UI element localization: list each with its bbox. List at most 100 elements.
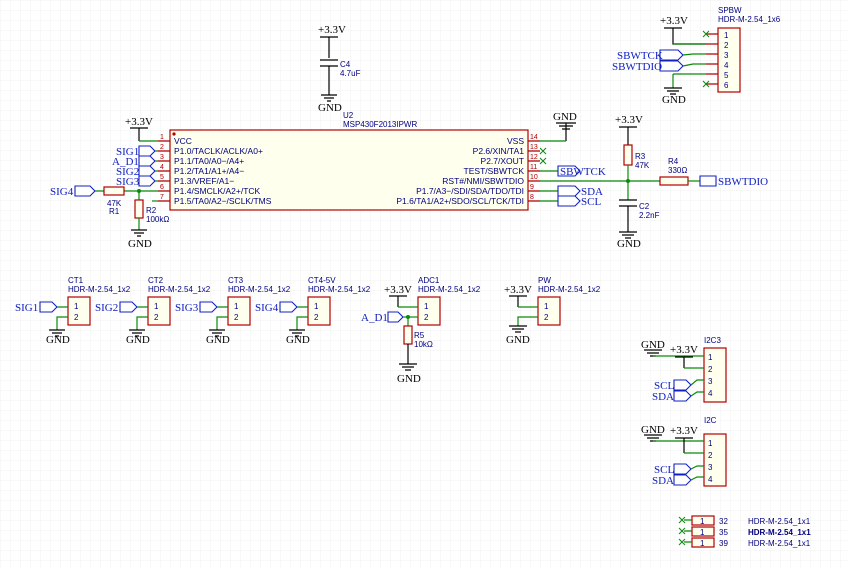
wire bbox=[684, 519, 692, 543]
ct4-part: HDR-M-2.54_1x2 bbox=[308, 285, 371, 294]
gnd-label: GND bbox=[206, 334, 230, 346]
u2-pin-name: RST#/NMI/SBWTDIO bbox=[442, 176, 524, 186]
hdr39-pin: 1 bbox=[700, 539, 705, 548]
pw-pin-num: 1 bbox=[544, 302, 549, 311]
pw-header[interactable]: PW HDR-M-2.54_1x2 1 2 +3.3V GND bbox=[504, 276, 601, 346]
u2-vcc-power[interactable]: +3.3V bbox=[125, 116, 158, 142]
u2-pin-num: 10 bbox=[530, 174, 538, 181]
wire bbox=[296, 306, 308, 330]
ct1-body bbox=[67, 296, 91, 326]
wire bbox=[690, 379, 704, 397]
u2-pin1-dot bbox=[172, 132, 176, 136]
net-label-sig4: SIG4 bbox=[50, 186, 74, 198]
u2-right-pins bbox=[528, 140, 540, 202]
no-connect-icon bbox=[702, 30, 710, 88]
ct4-header[interactable]: CT4-5V HDR-M-2.54_1x2 1 2 SIG4 GND bbox=[255, 276, 371, 346]
i2c-header[interactable]: I2C 1 2 3 4 GND +3.3V SCL SDA bbox=[641, 416, 727, 487]
net-label-sig1: SIG1 bbox=[116, 146, 139, 158]
port-flag-icon bbox=[557, 195, 581, 207]
gnd-label: GND bbox=[318, 102, 342, 114]
adc1-ref: ADC1 bbox=[418, 276, 440, 285]
i2c-pin-num: 2 bbox=[708, 451, 713, 460]
gnd-label: GND bbox=[397, 373, 421, 385]
u2-pin-name: P2.7/XOUT bbox=[481, 156, 524, 166]
u2-pin-num: 3 bbox=[160, 154, 164, 161]
ground-icon bbox=[289, 329, 305, 337]
ground-icon bbox=[131, 229, 147, 237]
wire bbox=[540, 170, 558, 202]
gnd-label: GND bbox=[46, 334, 70, 346]
ct2-header[interactable]: CT2 HDR-M-2.54_1x2 1 2 SIG2 GND bbox=[95, 276, 211, 346]
hdr32-pin: 1 bbox=[700, 517, 705, 526]
net-label-a-d1: A_D1 bbox=[361, 312, 388, 324]
power-label-3v3: +3.3V bbox=[318, 24, 346, 36]
u2-right-net-labels[interactable]: SBWTCK SDA SCL bbox=[540, 165, 628, 208]
u2-pin-name: P1.4/SMCLK/A2+/TCK bbox=[174, 186, 261, 196]
sig4-input-network[interactable]: SIG4 47K R1 R2 100kΩ GND bbox=[50, 185, 169, 250]
port-flag-icon bbox=[199, 301, 218, 313]
i2c3-pin-num: 2 bbox=[708, 365, 713, 374]
r1-ref: R1 bbox=[109, 207, 120, 216]
port-flag-icon bbox=[74, 185, 96, 197]
gnd-label: GND bbox=[506, 334, 530, 346]
spbw-ref: SPBW bbox=[718, 6, 742, 15]
u2-pin-name: P1.1/TA0/A0−/A4+ bbox=[174, 156, 244, 166]
i2c3-pin-num: 1 bbox=[708, 353, 713, 362]
port-flag-icon bbox=[279, 301, 298, 313]
wire bbox=[682, 53, 706, 67]
ground-icon bbox=[129, 329, 145, 337]
adc1-part: HDR-M-2.54_1x2 bbox=[418, 285, 481, 294]
spbw-header[interactable]: SPBW HDR-M-2.54_1x6 1 2 3 4 5 6 +3.3V SB… bbox=[612, 6, 781, 106]
gnd-label: GND bbox=[128, 238, 152, 250]
u2-left-pins bbox=[158, 140, 170, 202]
i2c-ref: I2C bbox=[704, 416, 717, 425]
power-symbol bbox=[320, 36, 338, 58]
u2-mcu[interactable]: U2 MSP430F2013IPWR 1 2 3 4 5 6 7 VCC P1.… bbox=[158, 111, 540, 211]
power-label-3v3: +3.3V bbox=[670, 425, 698, 437]
u2-left-net-labels[interactable]: SIG1 A_D1 SIG2 SIG3 bbox=[112, 145, 158, 188]
c4-capacitor[interactable]: +3.3V C4 4.7uF GND bbox=[318, 24, 361, 114]
u2-pin-num: 8 bbox=[530, 194, 534, 201]
single-pin-headers[interactable]: 1 1 1 32 35 39 HDR-M-2.54_1x1 HDR-M-2.54… bbox=[678, 515, 811, 548]
ct2-pin-num: 2 bbox=[154, 313, 159, 322]
ground-icon bbox=[619, 206, 637, 239]
power-symbol bbox=[675, 437, 693, 453]
i2c3-body bbox=[703, 347, 727, 403]
u2-pin-num: 6 bbox=[160, 184, 164, 191]
port-flag-icon bbox=[39, 301, 58, 313]
ground-icon bbox=[509, 325, 527, 333]
port-flag-icon bbox=[659, 49, 684, 61]
u2-pin-name: P1.0/TACLK/ACLK/A0+ bbox=[174, 146, 263, 156]
u2-pin-name: P1.5/TA0/A2−/SCLK/TMS bbox=[174, 196, 272, 206]
r2-resistor bbox=[134, 199, 144, 219]
hdr35-pin: 1 bbox=[700, 528, 705, 537]
r3-ref: R3 bbox=[635, 152, 646, 161]
spbw-pin-num: 1 bbox=[724, 31, 729, 40]
power-symbol bbox=[675, 356, 693, 368]
ct3-header[interactable]: CT3 HDR-M-2.54_1x2 1 2 SIG3 GND bbox=[175, 276, 291, 346]
adc1-header[interactable]: ADC1 HDR-M-2.54_1x2 1 2 +3.3V A_D1 R5 10… bbox=[361, 276, 481, 385]
r5-ref: R5 bbox=[414, 331, 425, 340]
u2-pin-num: 4 bbox=[160, 164, 164, 171]
port-flag-icon bbox=[138, 145, 156, 157]
ct3-pin-num: 2 bbox=[234, 313, 239, 322]
no-connect-icon bbox=[678, 516, 686, 546]
u2-pin-num: 12 bbox=[530, 154, 538, 161]
net-label-sda: SDA bbox=[581, 186, 603, 198]
power-label-3v3: +3.3V bbox=[670, 344, 698, 356]
ct3-pin-num: 1 bbox=[234, 302, 239, 311]
net-label-sbwtdio: SBWTDIO bbox=[718, 176, 768, 188]
adc1-pin-num: 1 bbox=[424, 302, 429, 311]
u2-pin-name: VCC bbox=[174, 136, 192, 146]
c4-value: 4.7uF bbox=[340, 69, 361, 78]
ct1-header[interactable]: CT1 HDR-M-2.54_1x2 1 2 SIG1 GND bbox=[15, 276, 131, 346]
wire bbox=[155, 150, 158, 182]
reset-network[interactable]: +3.3V R3 47K R4 330Ω SBWTDIO C2 2.2nF GN… bbox=[615, 114, 768, 250]
u2-vss-ground[interactable]: GND bbox=[539, 111, 577, 165]
ct4-pin-num: 1 bbox=[314, 302, 319, 311]
i2c3-header[interactable]: I2C3 1 2 3 4 GND +3.3V SCL SDA bbox=[641, 336, 727, 403]
c4-ref: C4 bbox=[340, 60, 351, 69]
net-label-sig1: SIG1 bbox=[15, 302, 38, 314]
port-flag-icon bbox=[673, 474, 692, 486]
